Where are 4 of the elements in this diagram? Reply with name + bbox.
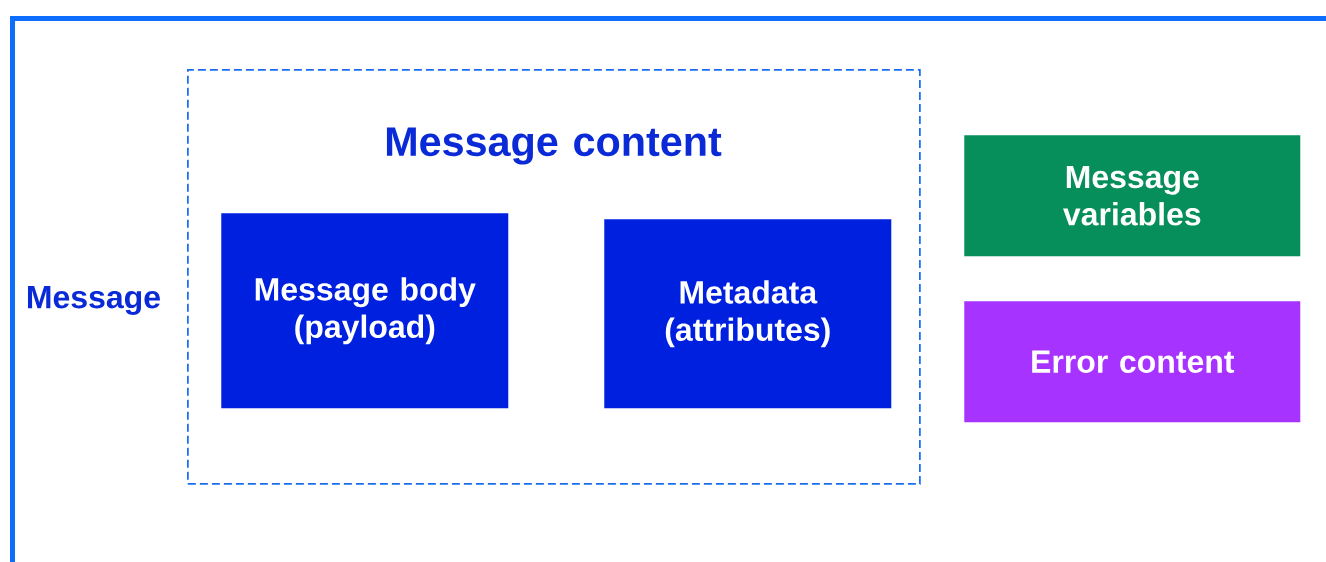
box: Message body (payload) — [221, 213, 509, 409]
box: Message variables — [964, 135, 1301, 257]
box: Metadata (attributes) — [604, 219, 892, 409]
box: Error content — [964, 301, 1301, 423]
